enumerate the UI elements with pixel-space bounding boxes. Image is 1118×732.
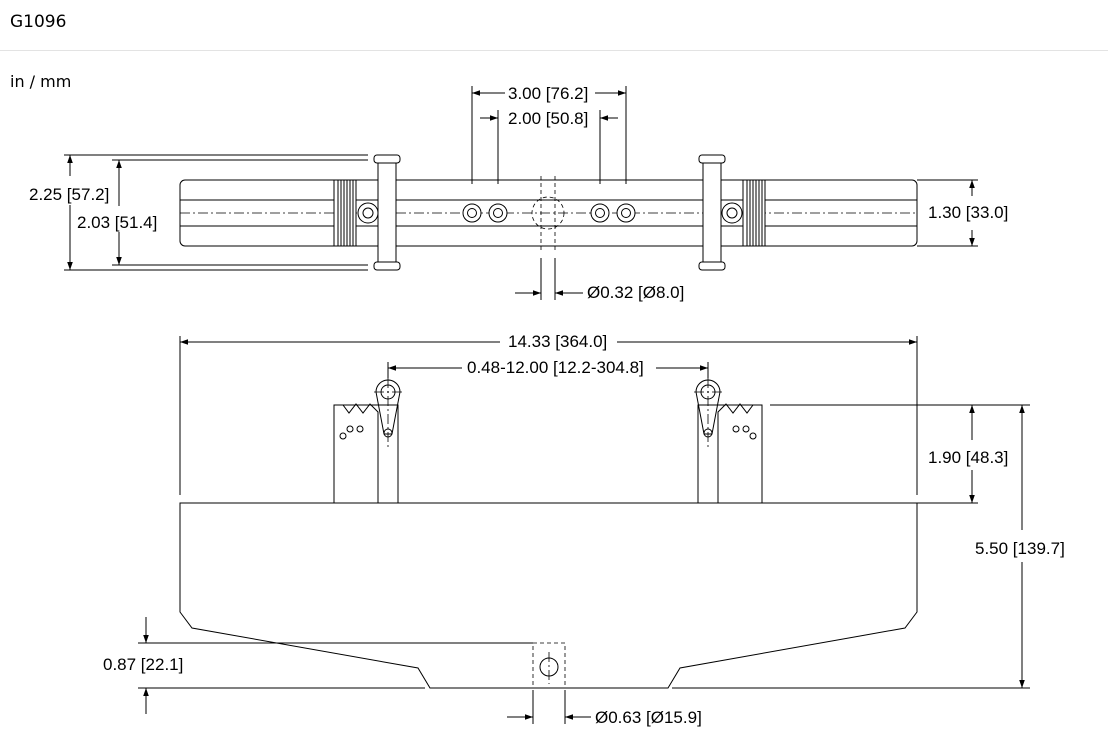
left-support	[333, 378, 402, 504]
dim-overall-length: 14.33 [364.0]	[508, 332, 607, 351]
left-clamp-ribs	[333, 179, 357, 247]
dim-overall-height-front: 5.50 [139.7]	[975, 539, 1065, 558]
right-post	[698, 154, 726, 271]
header-divider	[0, 50, 1108, 51]
page-title: G1096	[10, 12, 67, 32]
units-label: in / mm	[10, 72, 72, 91]
right-support	[694, 378, 763, 504]
left-knob-icon	[357, 202, 379, 224]
dim-pin-dia: Ø0.63 [Ø15.9]	[595, 708, 702, 727]
dim-hole-spacing-inner: 2.00 [50.8]	[508, 109, 588, 128]
dim-span-range: 0.48-12.00 [12.2-304.8]	[467, 358, 644, 377]
front-view: 14.33 [364.0] 0.48-12.00 [12.2-304.8] 1.…	[103, 332, 1065, 727]
right-knob-icon	[721, 202, 743, 224]
dim-center-hole-dia: Ø0.32 [Ø8.0]	[587, 283, 684, 302]
dim-support-height: 1.90 [48.3]	[928, 448, 1008, 467]
dim-inner-height-top: 2.03 [51.4]	[77, 213, 157, 232]
dim-base-offset: 0.87 [22.1]	[103, 655, 183, 674]
right-clamp-ribs	[742, 179, 766, 247]
dim-hole-spacing-outer: 3.00 [76.2]	[508, 84, 588, 103]
top-view: 3.00 [76.2] 2.00 [50.8] 2.25 [57.2] 2.03…	[29, 84, 1008, 302]
pin-icon	[532, 642, 566, 689]
mounting-holes	[462, 176, 636, 250]
dim-overall-height-top: 2.25 [57.2]	[29, 185, 109, 204]
base-body	[179, 502, 918, 689]
dim-bar-height: 1.30 [33.0]	[928, 203, 1008, 222]
